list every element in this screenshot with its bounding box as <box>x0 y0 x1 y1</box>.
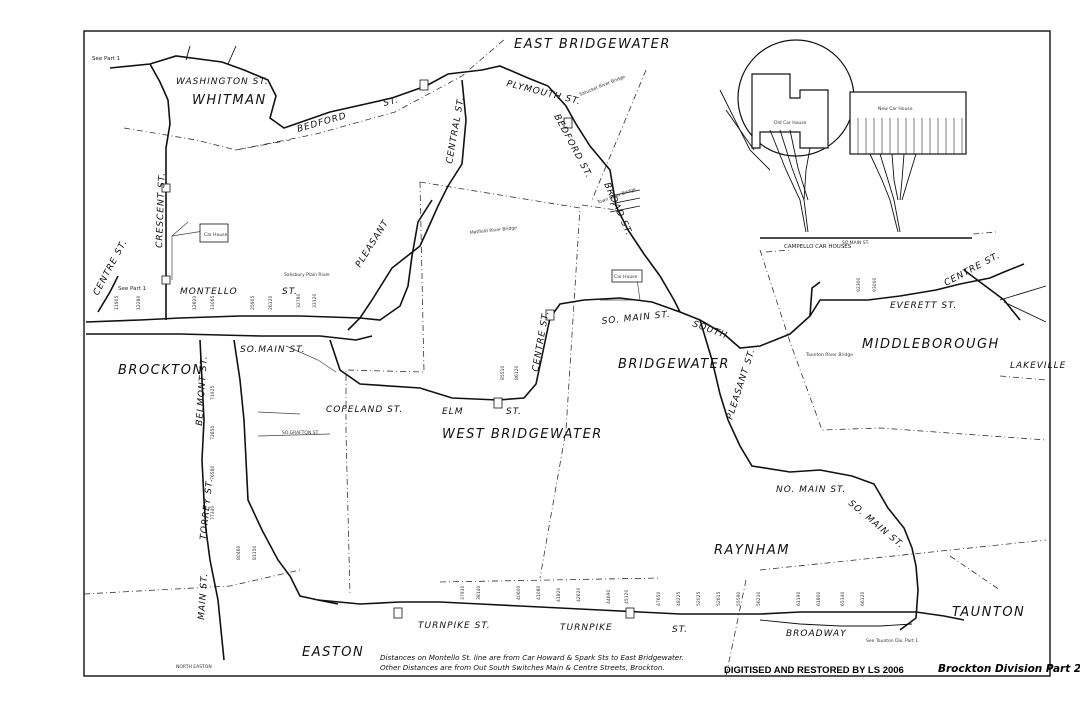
milepost-label: 42620 <box>576 588 582 602</box>
label-satucket-river-bridge: Satucket River Bridge <box>579 74 627 98</box>
street-everett: EVERETT ST. <box>890 301 957 311</box>
street-crescent: CRESCENT ST. <box>155 172 168 248</box>
note-line-1: Distances on Montello St. line are from … <box>380 653 684 662</box>
street-turnpike-st-2: ST. <box>672 625 688 635</box>
street-copeland: COPELAND ST. <box>326 405 403 415</box>
street-broadway: BROADWAY <box>786 629 847 639</box>
milepost-label: 37930 <box>460 586 466 600</box>
milepost-label: 56210 <box>756 592 762 606</box>
label-old-car-house: Old Car House <box>774 120 807 126</box>
milepost-label: 40600 <box>516 586 522 600</box>
milepost-label: 93000 <box>872 278 878 292</box>
milepost-label: 92300 <box>856 278 862 292</box>
car-houses <box>199 223 643 283</box>
town-raynham: RAYNHAM <box>714 543 790 558</box>
milepost-label: 85510 <box>500 366 506 380</box>
milepost-label: 61190 <box>796 592 802 606</box>
street-no-main: NO. MAIN ST. <box>776 485 846 495</box>
street-centre-wb: CENTRE ST. <box>531 310 552 373</box>
label-taunton-river-bridge: Taunton River Bridge <box>805 352 853 358</box>
milepost-label: 65340 <box>840 592 846 606</box>
milepost-label: 26120 <box>268 296 274 310</box>
milepost-label: 45120 <box>624 590 630 604</box>
campello-inset <box>719 32 972 250</box>
bridges <box>161 79 641 619</box>
street-pleasant: PLEASANT <box>354 218 392 270</box>
street-washington: WASHINGTON ST. <box>176 77 269 87</box>
milepost-label: 72850 <box>210 426 216 440</box>
milepost-label: 44690 <box>606 590 612 604</box>
milepost-label: 48225 <box>676 592 682 606</box>
label-see-taunton: See Taunton Div. Part 1 <box>866 638 918 644</box>
milepost-label: 11905 <box>114 296 120 310</box>
street-montello: MONTELLO <box>180 287 238 297</box>
street-south: SOUTH <box>691 319 729 341</box>
milepost-label: 66120 <box>860 592 866 606</box>
milepost-label: 32780 <box>296 294 302 308</box>
street-pleasant-bw: PLEASANT ST. <box>725 347 757 421</box>
street-so-main-raynham: SO. MAIN ST. <box>846 499 906 551</box>
milepost-label: 52615 <box>716 592 722 606</box>
town-west-bridgewater: WEST BRIDGEWATER <box>442 427 603 442</box>
town-whitman: WHITMAN <box>192 93 267 108</box>
street-bedford-st: ST. <box>382 95 400 109</box>
milepost-label: 71925 <box>210 386 216 400</box>
milepost-label: 61800 <box>816 592 822 606</box>
street-so-main-campello: SO.MAIN ST. <box>842 240 869 246</box>
milepost-label: 12820 <box>192 296 198 310</box>
milepost-label: 86120 <box>514 366 520 380</box>
town-middleborough: MIDDLEBOROUGH <box>862 337 1000 352</box>
street-bedford-vertical: BEDFORD ST. <box>551 113 593 180</box>
milepost-label: 12280 <box>136 296 142 310</box>
milepost-label: 81150 <box>252 546 258 560</box>
mileposts: 11905 12280 12820 13065 25905 26120 32780 33120… <box>114 278 878 606</box>
town-east-bridgewater: EAST BRIDGEWATER <box>514 37 671 52</box>
milepost-label: 38140 <box>476 586 482 600</box>
trolley-lines <box>85 45 1047 661</box>
street-main-easton: MAIN ST. <box>197 572 210 620</box>
milepost-label: 55590 <box>736 592 742 606</box>
street-turnpike-2: TURNPIKE <box>560 623 613 633</box>
street-so-grafton: SO.GRAFTON ST. <box>282 430 319 436</box>
town-brockton: BROCKTON <box>118 363 204 378</box>
street-centre-mb: CENTRE ST. <box>943 251 1002 289</box>
label-new-car-house: New Car House <box>878 106 913 112</box>
milepost-label: 41080 <box>536 586 542 600</box>
milepost-label: 77340 <box>210 506 216 520</box>
label-see-part-1-top: See Part 1 <box>92 56 120 62</box>
street-elm-st: ST. <box>506 407 522 417</box>
town-boundaries <box>83 37 1047 677</box>
milepost-label: 52025 <box>696 592 702 606</box>
milepost-label: 80460 <box>236 546 242 560</box>
street-belmont: BELMONT ST. <box>195 355 210 426</box>
credit-text: DIGITISED AND RESTORED BY LS 2006 <box>724 665 904 676</box>
milepost-label: 41820 <box>556 588 562 602</box>
note-line-2: Other Distances are from Out South Switc… <box>380 663 665 672</box>
label-matfield-river-bridge: Matfield River Bridge <box>470 225 518 236</box>
milepost-label: 76580 <box>210 466 216 480</box>
town-easton: EASTON <box>302 645 364 660</box>
town-taunton: TAUNTON <box>952 605 1025 620</box>
label-campello-car-houses: CAMPELLO CAR HOUSES <box>784 244 852 250</box>
street-so-main-bw: SO. MAIN ST. <box>601 310 671 327</box>
label-car-house-crescent: Car House <box>204 232 228 238</box>
street-elm: ELM <box>442 407 463 417</box>
label-salisbury-plain-river: Salisbury Plain River <box>284 272 330 278</box>
label-car-house-bw: Car House <box>614 274 638 280</box>
street-turnpike: TURNPIKE ST. <box>418 621 491 631</box>
milepost-label: 33120 <box>312 294 318 308</box>
map-frame <box>83 30 1051 677</box>
town-north-easton: NORTH EASTON <box>176 664 212 670</box>
label-see-part-1-left: See Part 1 <box>118 286 146 292</box>
town-lakeville: LAKEVILLE <box>1010 361 1066 371</box>
town-bridgewater: BRIDGEWATER <box>618 357 730 372</box>
milepost-label: 25905 <box>250 296 256 310</box>
milepost-label: 13065 <box>210 296 216 310</box>
street-so-main-brockton: SO.MAIN ST. <box>240 345 305 355</box>
milepost-label: 47650 <box>656 592 662 606</box>
street-montello-st: ST. <box>282 287 298 297</box>
map-title: Brockton Division Part 2. <box>938 663 1080 675</box>
